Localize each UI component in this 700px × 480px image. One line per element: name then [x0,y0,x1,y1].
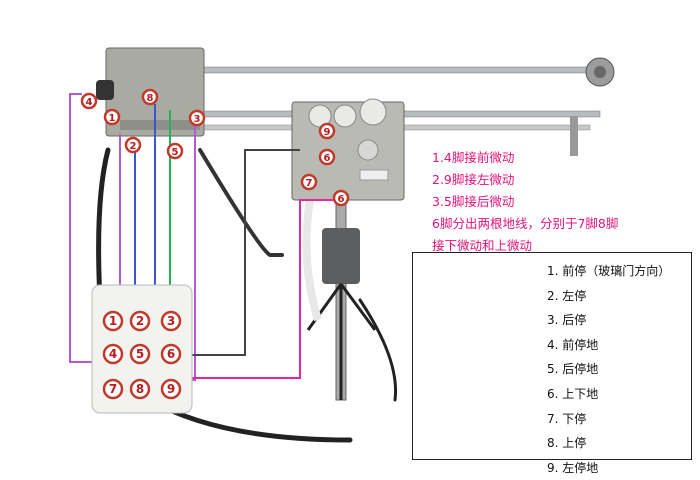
legend-item-2: 2. 左停 [547,288,587,303]
photo-pin-label: 6 [167,347,175,361]
photo-pin-marker: 4 [102,343,124,365]
photo-pin-marker: 8 [141,88,159,106]
note-5: 接下微动和上微动 [432,238,533,253]
note-4: 6脚分出两根地线，分别于7脚8脚 [432,216,619,231]
photo-pin-marker: 3 [188,109,206,127]
photo-pin-marker: 6 [318,148,336,166]
wire-purple [69,93,100,363]
photo-pin-label: 3 [167,314,175,328]
photo-pin-marker: 1 [102,310,124,332]
photo-pin-label: 9 [167,382,175,396]
legend-item-5: 5. 后停地 [547,362,599,377]
photo-pin-label: 6 [324,153,331,164]
photo-pin-label: 2 [130,141,137,152]
photo-pin-marker: 8 [129,378,151,400]
photo-pin-label: 3 [194,114,201,125]
photo-pin-marker: 7 [300,173,318,191]
photo-pin-label: 1 [109,113,116,124]
legend-item-3: 3. 后停 [547,313,587,328]
photo-pin-marker: 6 [332,189,350,207]
legend-item-6: 6. 上下地 [547,386,599,401]
photo-pin-label: 5 [172,147,179,158]
photo-pin-marker: 4 [80,92,98,110]
photo-pin-marker: 9 [160,378,182,400]
photo-pin-marker: 3 [160,310,182,332]
photo-pin-label: 4 [86,97,93,108]
photo-pin-marker: 7 [102,378,124,400]
photo-pin-marker: 5 [166,142,184,160]
pin-legend-list: 1. 前停（玻璃门方向） 2. 左停 3. 后停 4. 前停地 5. 后停地 6… [547,259,687,480]
pin-legend: 1. 前停（玻璃门方向） 2. 左停 3. 后停 4. 前停地 5. 后停地 6… [412,252,692,475]
photo-pin-label: 7 [109,382,117,396]
legend-item-1: 1. 前停（玻璃门方向） [547,264,671,278]
wire-pink [110,199,335,379]
photo-pin-label: 6 [338,194,345,205]
note-1: 1.4脚接前微动 [432,150,515,165]
note-2: 2.9脚接左微动 [432,172,515,187]
photo-pin-marker: 9 [318,122,336,140]
legend-item-4: 4. 前停地 [547,337,599,352]
gearbox [291,98,405,201]
legend-item-7: 7. 下停 [547,411,587,426]
photo-pin-label: 5 [136,347,144,361]
photo-pin-label: 9 [324,127,331,138]
wire-gray [170,149,300,356]
press-assembly [302,199,377,401]
photo-pin-label: 8 [136,382,144,396]
photo-pin-marker: 6 [160,343,182,365]
photo-pin-label: 2 [136,314,144,328]
photo-pin-marker: 2 [129,310,151,332]
photo-pin-label: 4 [109,347,117,361]
legend-item-8: 8. 上停 [547,436,587,451]
photo-pin-marker: 2 [124,136,142,154]
photo-pin-label: 7 [306,178,313,189]
note-3: 3.5脚接后微动 [432,194,515,209]
photo-pin-marker: 5 [129,343,151,365]
wiring-notes: 1.4脚接前微动 2.9脚接左微动 3.5脚接后微动 6脚分出两根地线，分别于7… [432,147,694,257]
photo-pin-label: 8 [147,93,154,104]
photo-pin-marker: 1 [103,108,121,126]
legend-item-9: 9. 左停地 [547,460,599,475]
photo-pin-markers: 4 1 8 2 5 3 9 6 7 6 1 2 3 4 5 6 7 8 9 [80,88,350,400]
photo-pin-label: 1 [109,314,117,328]
